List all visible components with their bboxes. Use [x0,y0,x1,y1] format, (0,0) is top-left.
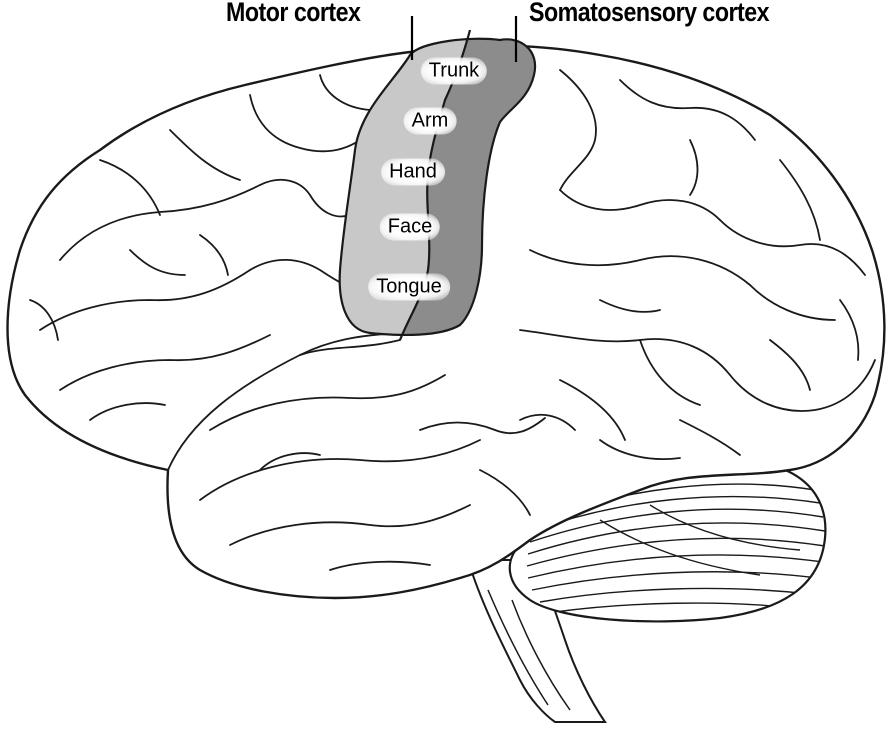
face-label: Face [379,213,441,241]
hand-label: Hand [381,158,445,186]
arm-label: Arm [403,107,457,135]
tongue-label: Tongue [368,273,450,301]
motor-cortex-label: Motor cortex [226,0,361,27]
trunk-label: Trunk [420,57,488,85]
somatosensory-cortex-label: Somatosensory cortex [529,0,770,27]
